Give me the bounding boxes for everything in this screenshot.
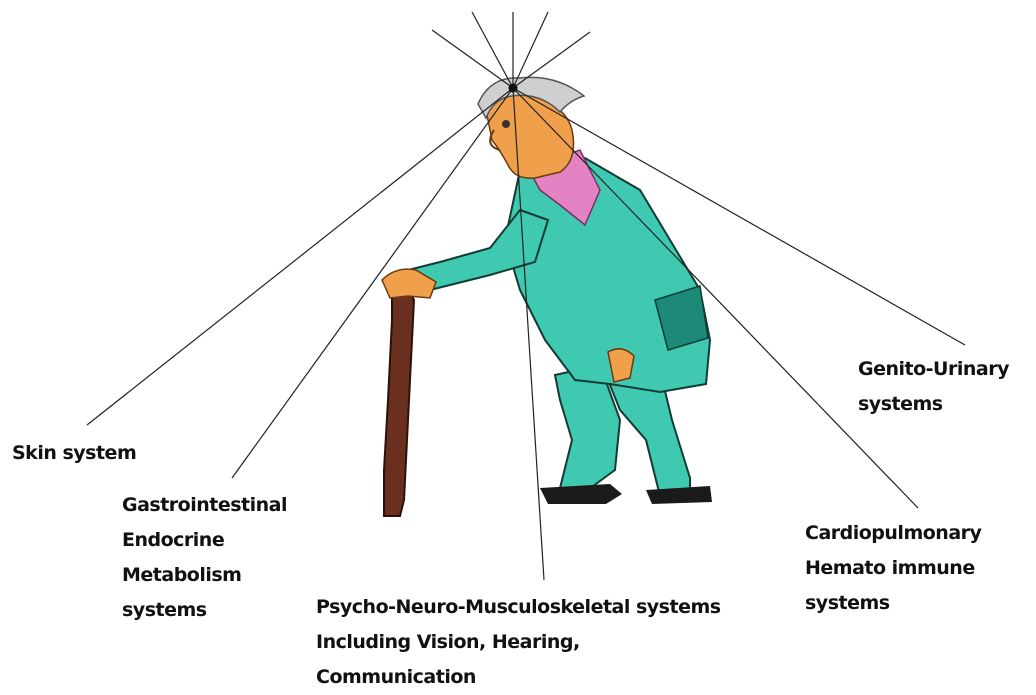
- eye: [502, 120, 510, 128]
- psycho-label-line-1: Psycho-Neuro-Musculoskeletal systems: [316, 590, 721, 625]
- gastro-connector: [232, 88, 513, 478]
- gastro-label-line-1: Gastrointestinal: [122, 488, 287, 523]
- psycho-neuro-label: Psycho-Neuro-Musculoskeletal systems Inc…: [316, 590, 721, 695]
- left-shoe: [540, 484, 622, 504]
- top-ray-2: [472, 12, 513, 88]
- psycho-label-line-3: Communication: [316, 660, 721, 695]
- gastro-label-line-4: systems: [122, 593, 287, 628]
- coat: [505, 158, 710, 392]
- cardio-label-line-2: Hemato immune: [805, 551, 981, 586]
- skin-label-line-1: Skin system: [12, 436, 136, 471]
- cardiopulmonary-label: Cardiopulmonary Hemato immune systems: [805, 516, 981, 621]
- gastro-label-line-2: Endocrine: [122, 523, 287, 558]
- top-ray-1: [432, 30, 513, 88]
- gastrointestinal-label: Gastrointestinal Endocrine Metabolism sy…: [122, 488, 287, 628]
- right-shoe: [646, 486, 712, 504]
- skin-connector: [87, 88, 513, 425]
- genito-label-line-2: systems: [858, 387, 1009, 422]
- top-ray-4: [513, 12, 548, 88]
- psycho-label-line-2: Including Vision, Hearing,: [316, 625, 721, 660]
- gastro-label-line-3: Metabolism: [122, 558, 287, 593]
- walking-cane: [384, 292, 414, 516]
- convergence-point: [509, 84, 518, 93]
- cardio-label-line-1: Cardiopulmonary: [805, 516, 981, 551]
- cardio-label-line-3: systems: [805, 586, 981, 621]
- genito-urinary-label: Genito-Urinary systems: [858, 352, 1009, 422]
- skin-system-label: Skin system: [12, 436, 136, 471]
- genito-label-line-1: Genito-Urinary: [858, 352, 1009, 387]
- elderly-man-illustration: [382, 77, 712, 516]
